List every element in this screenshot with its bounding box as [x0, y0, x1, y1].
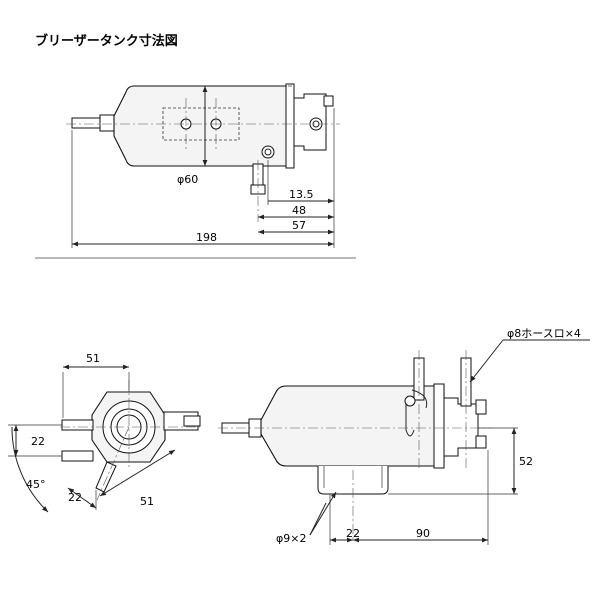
- diameter-label: φ60: [177, 173, 198, 186]
- dim-48: 48: [292, 204, 306, 217]
- dim-13-5: 13.5: [289, 188, 314, 201]
- end-angle-45: 45°: [26, 478, 46, 491]
- dim-57: 57: [292, 219, 306, 232]
- side-internal-tube: [405, 402, 415, 437]
- drawing-title: ブリーザータンク寸法図: [35, 34, 178, 49]
- side-cap: [443, 397, 479, 457]
- side-weld-seam: [433, 383, 445, 469]
- left-hose-stub: [71, 117, 101, 129]
- end-hose-left-upper: [61, 419, 94, 431]
- side-fitting: [404, 395, 416, 407]
- hose-label: φ8ホースロ×4: [507, 327, 581, 340]
- weld-seam: [285, 83, 295, 169]
- side-view: [218, 339, 590, 545]
- side-dim-90: 90: [416, 527, 430, 540]
- top-view: [66, 83, 340, 248]
- end-dim-51: 51: [86, 352, 100, 365]
- left-hose-collar: [99, 114, 115, 132]
- bolt-label: φ9×2: [276, 532, 306, 545]
- dim-198: 198: [196, 231, 217, 244]
- end-dim-51-diag: 51: [140, 495, 154, 508]
- lower-fitting: [261, 145, 275, 159]
- end-view: [8, 364, 201, 513]
- side-dim-52: 52: [519, 455, 533, 468]
- side-dim-22: 22: [346, 527, 360, 540]
- end-hose-left-lower: [61, 450, 94, 462]
- end-dim-22: 22: [31, 435, 45, 448]
- end-dim-22-diag: 22: [68, 491, 82, 504]
- cap-tab-top: [323, 95, 334, 107]
